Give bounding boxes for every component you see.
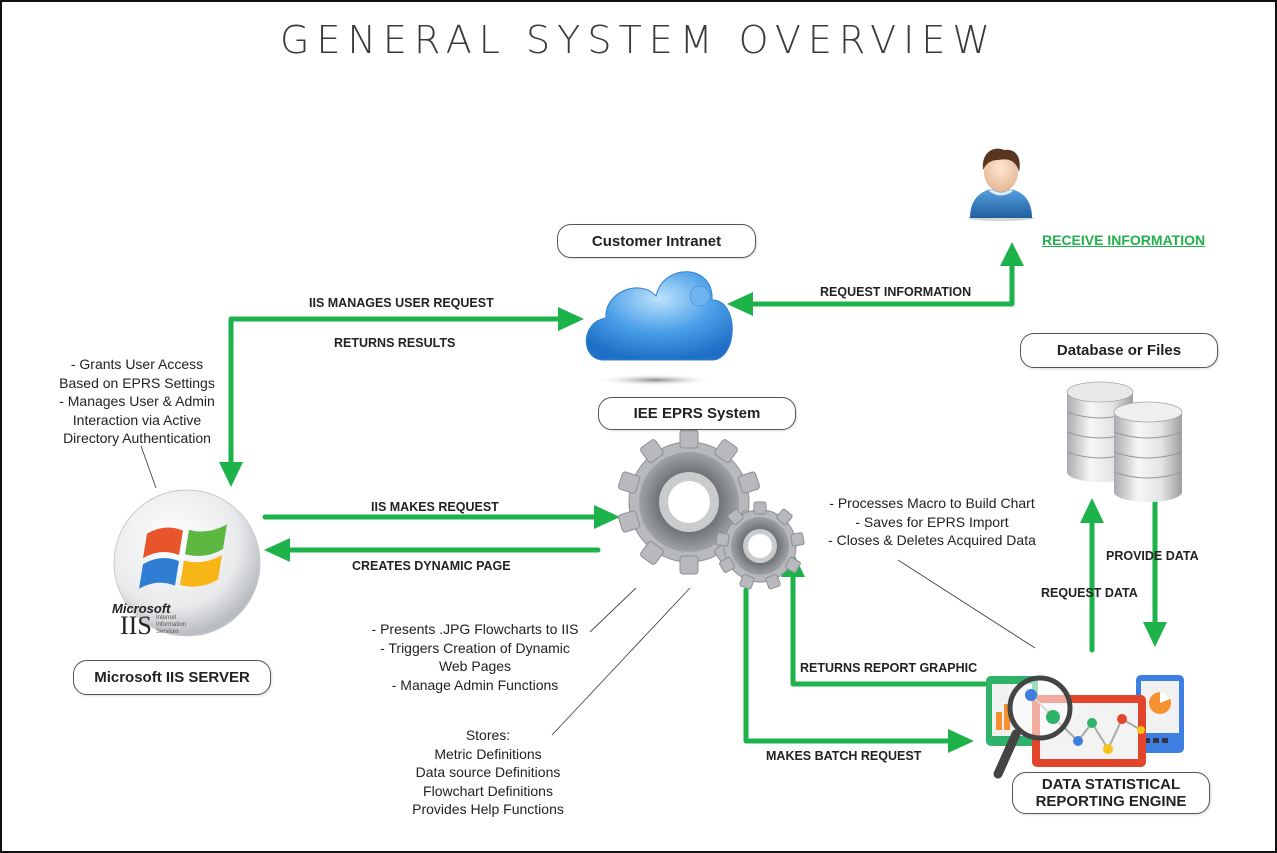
analytics-dashboard-icon <box>986 675 1184 779</box>
page-title: GENERAL SYSTEM OVERVIEW <box>280 18 997 62</box>
note-engine: - Processes Macro to Build Chart - Saves… <box>812 494 1052 550</box>
user-avatar-icon <box>968 148 1034 221</box>
arrowhead-creates-dynamic-page <box>264 538 290 562</box>
note-eprs-functions-line: Web Pages <box>438 658 512 674</box>
label-iis-manages-user-request: IIS MANAGES USER REQUEST <box>309 296 494 310</box>
reporting-engine-label-line2: REPORTING ENGINE <box>1035 793 1187 810</box>
label-provide-data: PROVIDE DATA <box>1106 549 1199 563</box>
microsoft-iis-logo <box>113 489 261 637</box>
label-creates-dynamic-page: CREATES DYNAMIC PAGE <box>352 559 511 573</box>
note-iis-line: Based on EPRS Settings <box>59 374 215 391</box>
note-engine-line: - Closes & Deletes Acquired Data <box>828 532 1036 548</box>
note-iis-line: Interaction via Active <box>72 411 202 428</box>
label-returns-report-graphic: RETURNS REPORT GRAPHIC <box>800 661 978 675</box>
arrowhead-request-data <box>1080 498 1104 523</box>
leader-eprs-functions <box>589 587 637 633</box>
note-iis: - Grants User Access Based on EPRS Setti… <box>42 355 232 448</box>
arrowhead-to-iis-down <box>219 462 243 487</box>
label-makes-batch-request: MAKES BATCH REQUEST <box>766 749 922 763</box>
arrowhead-to-user <box>1000 242 1024 266</box>
note-eprs-functions-line: - Presents .JPG Flowcharts to IIS <box>371 621 579 637</box>
arrowhead-provide-data <box>1143 622 1167 647</box>
note-engine-line: - Processes Macro to Build Chart <box>829 495 1035 511</box>
note-eprs-stores-line: Stores: <box>465 727 511 743</box>
note-iis-line: - Grants User Access <box>70 356 204 372</box>
leader-iis-note <box>140 445 157 489</box>
note-eprs-functions: - Presents .JPG Flowcharts to IIS - Trig… <box>355 620 595 694</box>
iis-logo-line3: Services <box>156 629 180 635</box>
gears-icon <box>618 429 805 590</box>
note-eprs-functions-line: - Triggers Creation of Dynamic <box>380 639 570 656</box>
note-engine-line: - Saves for EPRS Import <box>855 513 1009 530</box>
iis-logo-line1: Internet <box>156 615 177 621</box>
label-request-data: REQUEST DATA <box>1041 586 1138 600</box>
label-returns-results: RETURNS RESULTS <box>334 336 456 350</box>
eprs-system-label: IEE EPRS System <box>598 397 796 430</box>
arrow-makes-batch-request <box>743 587 953 744</box>
label-request-information: REQUEST INFORMATION <box>820 285 972 299</box>
note-eprs-stores-line: Provides Help Functions <box>412 801 564 817</box>
iis-logo-line2: Information <box>156 622 187 628</box>
customer-intranet-label: Customer Intranet <box>557 224 756 258</box>
note-iis-line: - Manages User & Admin <box>59 393 215 409</box>
arrowhead-batch-request <box>948 729 974 753</box>
arrow-request-information <box>749 261 1015 307</box>
arrow-iis-manages-user-request <box>228 316 563 470</box>
iis-server-label: Microsoft IIS SERVER <box>73 660 271 695</box>
note-eprs-stores-line: Flowchart Definitions <box>423 782 553 799</box>
receive-information-link[interactable]: RECEIVE INFORMATION <box>1042 232 1206 248</box>
arrowhead-iis-makes-request <box>594 505 620 529</box>
iis-logo-subtitle: Internet Information Services <box>156 615 186 636</box>
label-iis-makes-request: IIS MAKES REQUEST <box>371 500 499 514</box>
note-eprs-stores-line: Data source Definitions <box>415 764 561 780</box>
cloud-icon <box>585 271 733 386</box>
database-label: Database or Files <box>1020 333 1218 368</box>
note-eprs-functions-line: - Manage Admin Functions <box>391 676 559 693</box>
note-iis-line: Directory Authentication <box>63 430 211 446</box>
iis-logo-product: IIS <box>120 611 152 640</box>
note-eprs-stores-line: Metric Definitions <box>434 745 542 762</box>
reporting-engine-label-line1: DATA STATISTICAL <box>1041 776 1181 793</box>
iis-logo-brand: Microsoft <box>112 601 171 616</box>
note-eprs-stores: Stores: Metric Definitions Data source D… <box>398 726 578 819</box>
arrow-returns-report-graphic <box>790 572 988 687</box>
arrowhead-request-info <box>727 292 753 316</box>
leader-engine-note <box>897 559 1036 649</box>
leader-eprs-stores <box>551 587 691 736</box>
database-icon <box>1066 381 1183 502</box>
arrowhead-to-cloud <box>558 307 584 331</box>
reporting-engine-label: DATA STATISTICAL REPORTING ENGINE <box>1012 772 1210 814</box>
